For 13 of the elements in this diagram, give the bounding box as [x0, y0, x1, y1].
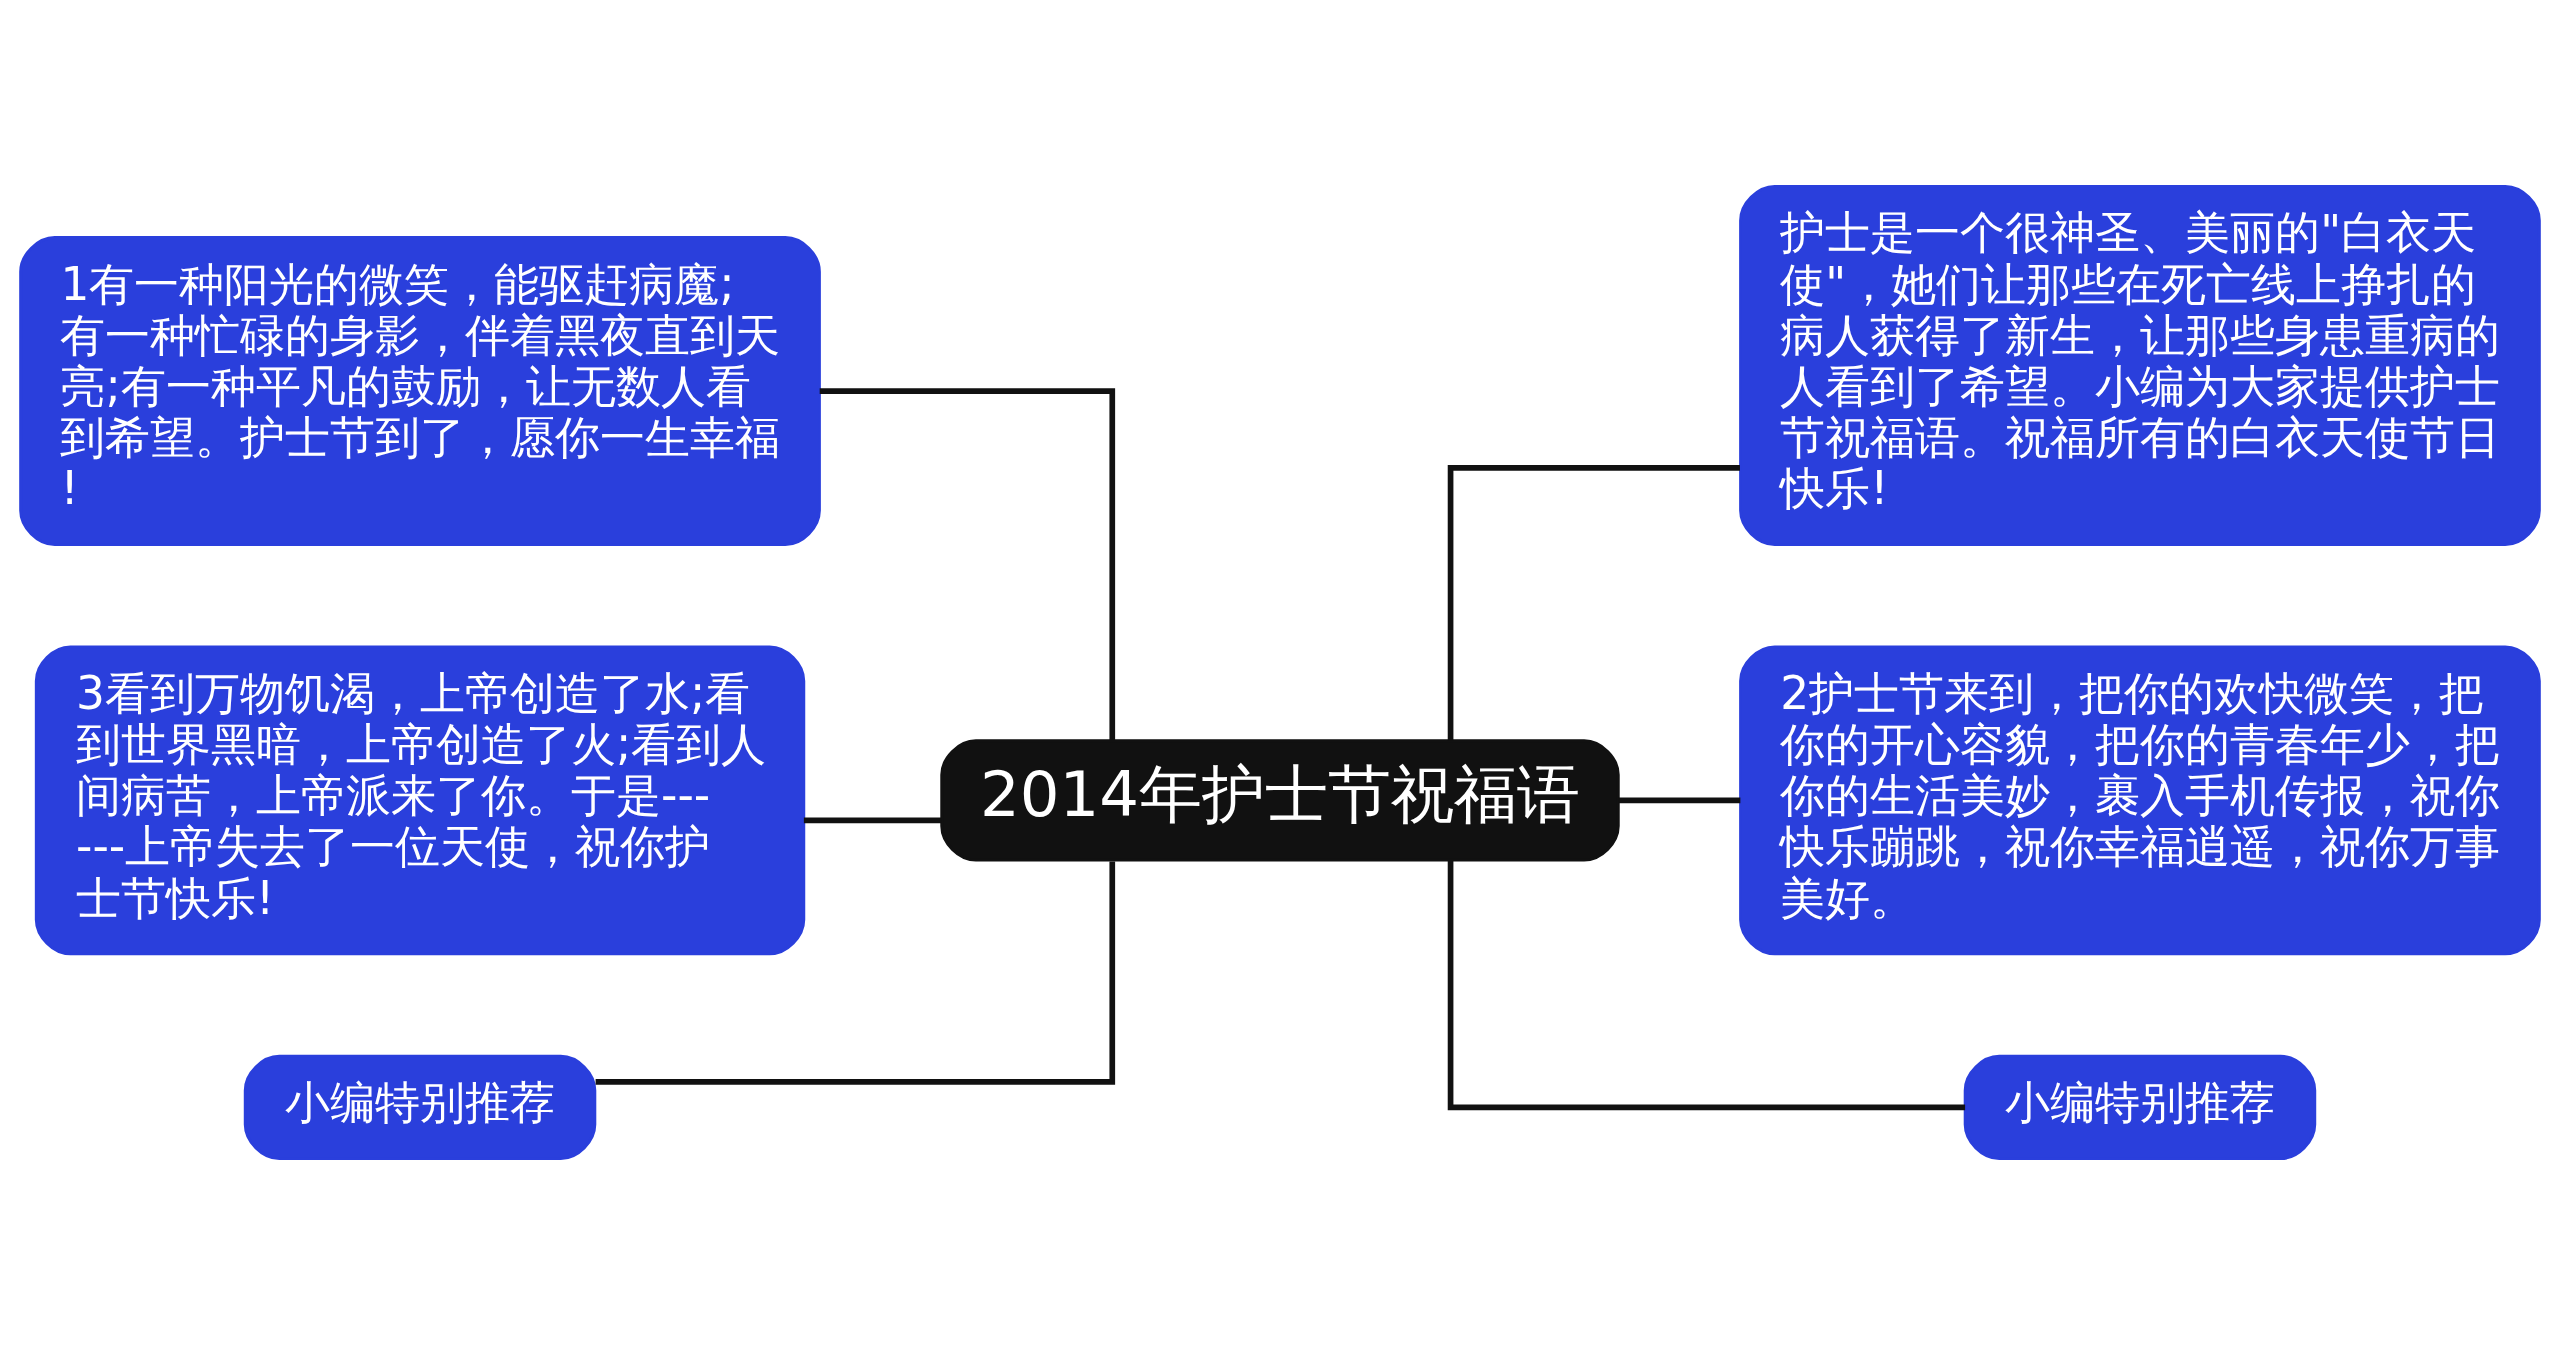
connector: [1447, 860, 1966, 1111]
node-box: 1有一种阳光的微笑，能驱赶病魔;有一种忙碌的身影，伴着黑夜直到天亮;有一种平凡的鼓励，让无数人看到希望。护士节到了，愿你一生幸福!: [19, 236, 821, 546]
node-box: 小编特别推荐: [1963, 1054, 2317, 1161]
connector: [1447, 464, 1740, 741]
node-box: 2护士节来到，把你的欢快微笑，把你的开心容貌，把你的青春年少，把你的生活美妙，裹入手机传报，祝你快乐蹦跳，祝你幸福逍遥，祝你万事美好。: [1739, 645, 2541, 956]
connector: [819, 388, 1116, 740]
connector: [803, 817, 942, 824]
node-box: 3看到万物饥渴，上帝创造了水;看到世界黑暗，上帝创造了火;看到人间病苦，上帝派来了你。于是------上帝失去了一位天使，祝你护士节快乐!: [34, 645, 806, 956]
node-box: 小编特别推荐: [243, 1054, 597, 1161]
node-box: 护士是一个很神圣、美丽的"白衣天使"，她们让那些在死亡线上挣扎的病人获得了新生，让那些身患重病的人看到了希望。小编为大家提供护士节祝福语。祝福所有的白衣天使节日快乐!: [1739, 184, 2541, 546]
connector: [1618, 797, 1741, 804]
connector: [595, 861, 1116, 1085]
node-box: 2014年护士节祝福语: [940, 739, 1620, 862]
